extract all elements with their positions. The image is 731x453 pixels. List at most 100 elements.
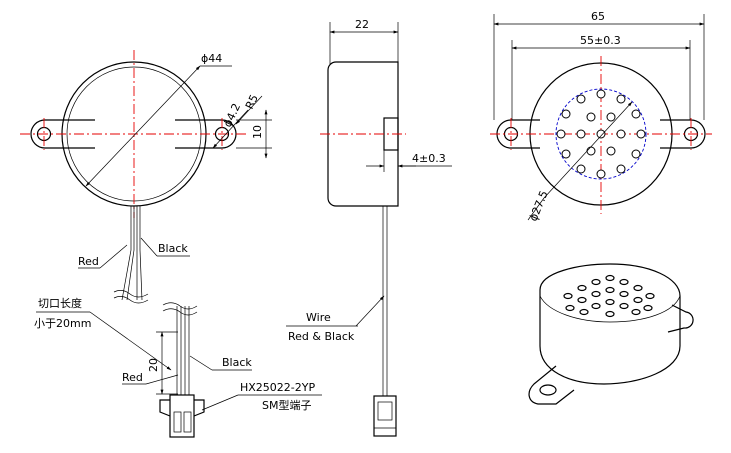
ear-height-label: 10: [251, 125, 264, 139]
cut-length-leader: [89, 311, 172, 371]
iso-top-edge: [539, 295, 681, 323]
grille-hole: [606, 112, 616, 122]
grille-hole: [561, 149, 571, 159]
rear-view: 65 55±0.3: [490, 10, 712, 223]
black-wire-2: [139, 206, 143, 301]
detail-break-symbol: [162, 302, 198, 310]
grille-hole: [586, 112, 596, 122]
front-view: ϕ44 ϕ4.2 R5 10 Red Black: [20, 50, 272, 304]
detail-black-label: Black: [222, 356, 252, 369]
connector-pin-1: [173, 411, 182, 433]
iso-grille-hole: [577, 296, 587, 304]
grille-hole: [616, 129, 626, 139]
wire-break-symbol-2: [113, 296, 149, 304]
part-number-label: HX25022-2YP: [240, 381, 315, 394]
iso-grille-hole: [643, 304, 653, 312]
side-connector-housing: [373, 395, 397, 437]
dia-outer-leader: [85, 65, 201, 187]
grille-hole: [576, 94, 586, 104]
iso-grille-holes: [563, 274, 655, 318]
black-wire-label: Black: [158, 242, 188, 255]
terminal-type-label: SM型端子: [262, 398, 311, 412]
detail-red-leader: [145, 374, 179, 385]
connector-detail: 20 切口长度 小于20mm Red Black HX25022-2YP SM型…: [34, 296, 322, 438]
radius-leader: [235, 95, 263, 125]
right-mounting-ear: [175, 119, 237, 149]
iso-right-ear: [667, 304, 694, 333]
grille-holes: [556, 89, 646, 179]
wire-label-1: Wire: [306, 311, 331, 324]
detail-red-label: Red: [122, 371, 143, 384]
rear-right-ear: [660, 119, 706, 149]
grille-hole: [636, 129, 646, 139]
iso-grille-hole: [633, 284, 643, 292]
grille-hole: [596, 89, 606, 99]
grille-hole: [596, 169, 606, 179]
cut-length-note-2: 小于20mm: [34, 317, 91, 330]
iso-grille-hole: [645, 292, 655, 300]
grille-hole: [596, 129, 606, 139]
grille-hole: [561, 109, 571, 119]
thickness-label: 22: [355, 18, 369, 31]
grille-hole: [616, 94, 626, 104]
side-connector-latch: [377, 401, 393, 421]
iso-grille-hole: [619, 302, 629, 310]
left-mounting-ear: [30, 119, 95, 149]
iso-grille-hole: [591, 290, 601, 298]
grille-hole: [576, 164, 586, 174]
connector-pin-2: [183, 411, 192, 433]
iso-grille-hole: [591, 302, 601, 310]
iso-grille-hole: [619, 278, 629, 286]
grille-hole: [631, 149, 641, 159]
pitch-label: 55±0.3: [580, 34, 621, 47]
cut-length-note-1: 切口长度: [38, 296, 82, 310]
black-wire-leader: [140, 237, 158, 257]
offset-label: 4±0.3: [412, 152, 446, 165]
connector-latch-right: [193, 399, 205, 417]
side-body-outline: [327, 61, 399, 207]
iso-grille-hole: [577, 284, 587, 292]
iso-grille-hole: [605, 286, 615, 294]
dia-outer-label: ϕ44: [201, 52, 222, 65]
grille-hole: [556, 129, 566, 139]
strip-length-label: 20: [147, 358, 160, 372]
iso-grille-hole: [563, 292, 573, 300]
wire-break-symbol: [113, 290, 149, 298]
grille-dia-leader: [543, 101, 633, 199]
iso-grille-hole: [579, 308, 589, 316]
iso-grille-hole: [565, 304, 575, 312]
dia-hole-leader: [212, 109, 249, 149]
iso-grille-hole: [633, 296, 643, 304]
wire-label-2: Red & Black: [288, 330, 355, 343]
width-label: 65: [591, 10, 605, 23]
detail-black-leader: [189, 355, 213, 371]
red-wire-2: [126, 206, 135, 301]
detail-break-symbol-2: [162, 308, 198, 316]
iso-left-ear-hole: [539, 384, 557, 396]
iso-body: [539, 263, 681, 385]
grille-hole: [606, 146, 616, 156]
iso-grille-hole: [619, 290, 629, 298]
red-wire-1: [121, 206, 132, 301]
grille-dia-label: ϕ27.5: [527, 189, 551, 223]
radius-label: R5: [243, 92, 261, 111]
iso-left-ear: [528, 365, 575, 405]
dia-hole-label: ϕ4.2: [221, 101, 243, 129]
iso-grille-hole: [591, 278, 601, 286]
wire-label-leader: [355, 295, 385, 327]
iso-grille-hole: [631, 308, 641, 316]
iso-grille-hole: [605, 274, 615, 282]
red-wire-label: Red: [78, 255, 99, 268]
iso-grille-hole: [605, 298, 615, 306]
grille-dia-leader-ext: [527, 197, 545, 221]
side-view: 22 4±0.3 Wire Red & Black: [286, 18, 452, 437]
grille-hole: [631, 109, 641, 119]
isometric-view: [528, 263, 694, 405]
grille-hole: [586, 146, 596, 156]
connector-latch-left: [159, 399, 171, 417]
grille-hole: [616, 164, 626, 174]
red-wire-leader: [99, 244, 128, 269]
iso-grille-hole: [605, 310, 615, 318]
connector-housing: [169, 394, 195, 438]
